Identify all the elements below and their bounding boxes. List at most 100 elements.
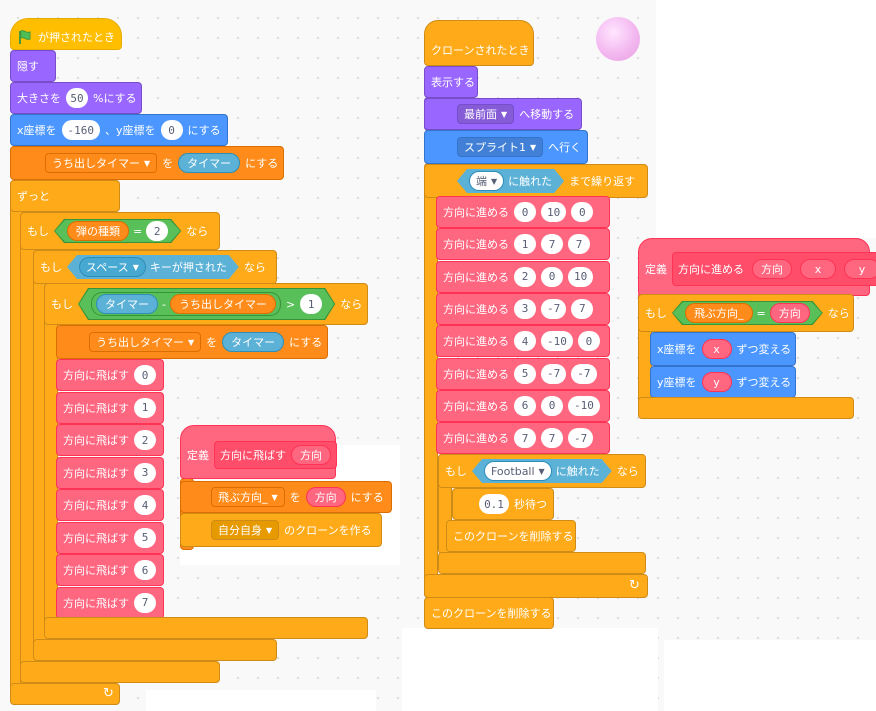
y-arg[interactable]: y [701,372,732,392]
goto-xy-block[interactable]: x座標を -160 、y座標を 0 にする [10,114,228,146]
fire-direction-input[interactable]: 1 [134,397,156,418]
delete-clone-inner-block[interactable]: このクローンを削除する [446,520,576,552]
wait-block[interactable]: 0.1 秒待つ [452,488,554,520]
goto-x-input[interactable]: -160 [61,120,101,140]
touching-edge-sensor[interactable]: 端▼ に触れた [457,169,564,193]
if-direction-block[interactable]: もし 飛ぶ方向_ = 方向 なら [638,294,854,332]
move-x-input[interactable]: 0 [541,266,563,287]
move-x-input[interactable]: 10 [541,202,567,222]
fire-timer-reporter[interactable]: うち出しタイマー [170,294,276,314]
wait-seconds-input[interactable]: 0.1 [479,494,509,514]
if-touching-football-block[interactable]: もし Football▼ に触れた なら [438,454,646,488]
set-size-block[interactable]: 大きさを 50 %にする [10,82,142,114]
touch-target-dropdown[interactable]: 端▼ [469,171,504,191]
move-direction-input[interactable]: 0 [514,202,536,222]
move-x-input[interactable]: -10 [541,331,573,352]
fire-direction-input[interactable]: 0 [134,365,156,385]
direction-arg[interactable]: 方向 [770,303,810,323]
layer-dropdown[interactable]: 最前面▼ [457,104,515,124]
if-fire-timer-block[interactable]: もし タイマー - うち出しタイマー > 1 なら [44,283,368,325]
move-direction-input[interactable]: 1 [514,234,536,255]
set-variable-block[interactable]: うち出しタイマー▼ を タイマー にする [56,325,328,359]
move-y-input[interactable]: 0 [577,331,600,352]
fire-direction-input[interactable]: 2 [134,430,156,450]
move-direction-input[interactable]: 6 [514,395,536,416]
move-x-input[interactable]: -7 [541,363,567,384]
move-x-input[interactable]: 7 [541,234,563,255]
show-block[interactable]: 表示する [424,66,478,98]
move-x-input[interactable]: 0 [541,395,563,416]
set-variable-block[interactable]: うち出しタイマー▼ を タイマー にする [10,146,284,180]
move-direction-input[interactable]: 7 [514,428,536,449]
greater-than-operator[interactable]: タイマー - うち出しタイマー > 1 [78,288,335,320]
change-y-block[interactable]: y座標を y ずつ変える [650,366,796,398]
x-arg[interactable]: x [800,259,836,279]
move-y-input[interactable]: -7 [571,363,597,384]
goto-y-input[interactable]: 0 [160,120,183,140]
hide-block[interactable]: 隠す [10,50,56,82]
if-key-pressed-block[interactable]: もし スペース▼ キーが押された なら [33,250,277,284]
move-direction-input[interactable]: 2 [514,266,536,287]
repeat-until-block[interactable]: 端▼ に触れた まで繰り返す [424,164,648,198]
change-x-block[interactable]: x座標を x ずつ変える [650,332,796,366]
timer-reporter[interactable]: タイマー [96,294,158,314]
move-y-input[interactable]: 0 [571,202,594,222]
x-arg[interactable]: x [701,339,732,359]
move-x-input[interactable]: -7 [541,298,567,319]
variable-dropdown[interactable]: 飛ぶ方向_▼ [211,487,285,507]
touching-football-sensor[interactable]: Football▼ に触れた [472,459,612,483]
define-move-block[interactable]: 定義 方向に進める 方向 x y [638,238,876,296]
move-y-input[interactable]: 10 [568,266,594,287]
move-direction-input[interactable]: 5 [514,363,536,384]
variable-dropdown[interactable]: うち出しタイマー▼ [89,332,202,352]
fire-direction-input[interactable]: 3 [134,462,156,483]
move-y-input[interactable]: -7 [568,428,594,449]
direction-arg[interactable]: 方向 [752,259,792,279]
timer-reporter[interactable]: タイマー [178,153,241,173]
fire-direction-input[interactable]: 6 [134,560,156,580]
when-clone-starts-block[interactable]: クローンされたとき [424,20,534,66]
key-pressed-sensor[interactable]: スペース▼ キーが押された [67,255,239,279]
equals-operator[interactable]: 飛ぶ方向_ = 方向 [672,301,823,325]
move-y-input[interactable]: 7 [571,298,594,319]
compare-value-input[interactable]: 1 [300,294,322,314]
direction-arg[interactable]: 方向 [291,445,331,465]
fire-direction-input[interactable]: 5 [134,527,156,548]
direction-arg[interactable]: 方向 [305,487,346,507]
fire-direction-input[interactable]: 7 [134,592,156,613]
clone-target-dropdown[interactable]: 自分自身▼ [211,520,280,540]
equals-operator[interactable]: 弾の種類 = 2 [54,219,181,243]
move-x-input[interactable]: 7 [541,428,563,449]
delete-clone-block[interactable]: このクローンを削除する [424,597,554,629]
variable-dropdown[interactable]: うち出しタイマー▼ [45,153,158,173]
define-fire-block[interactable]: 定義 方向に飛ばす 方向 [180,425,337,479]
touch-target-dropdown[interactable]: Football▼ [484,461,552,481]
move-y-input[interactable]: -10 [568,395,600,416]
bullet-type-reporter[interactable]: 弾の種類 [67,221,129,241]
timer-reporter[interactable]: タイマー [222,332,285,352]
key-dropdown[interactable]: スペース▼ [79,257,146,277]
y-arg[interactable]: y [844,259,876,279]
fire-direction-input[interactable]: 4 [134,495,156,515]
fly-direction-reporter[interactable]: 飛ぶ方向_ [685,303,753,323]
move-y-input[interactable]: 7 [568,234,590,255]
if-bullet-type-block[interactable]: もし 弾の種類 = 2 なら [20,212,220,250]
move-direction-input[interactable]: 3 [514,298,536,319]
move-direction-input[interactable]: 4 [514,331,536,352]
